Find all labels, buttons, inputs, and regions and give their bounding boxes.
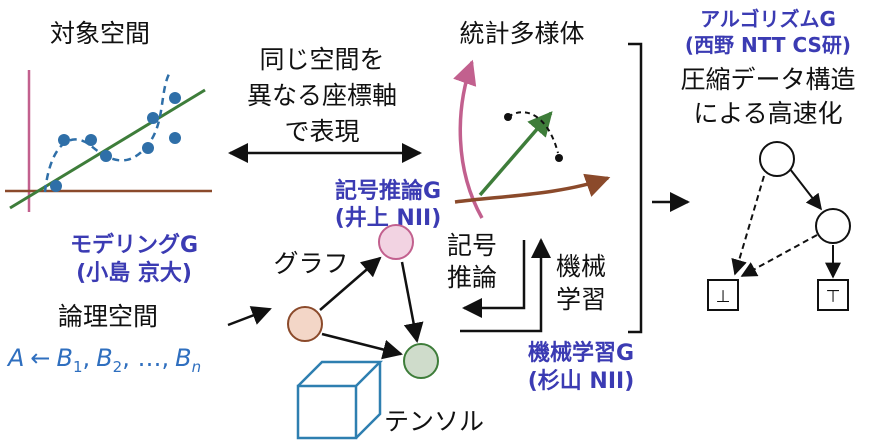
decision-diagram: ⊥ ⊤ (707, 141, 851, 311)
machine-learning-line2: 学習 (556, 285, 606, 314)
bdd-inner-node (815, 208, 851, 244)
graph-edge (319, 256, 382, 311)
overfit-curve (43, 71, 172, 193)
target-space-label: 対象空間 (50, 19, 150, 48)
start-dot (504, 113, 512, 121)
ml-group-title: 機械学習G (528, 340, 634, 366)
regression-plot (5, 70, 212, 212)
graph-node-orange (287, 306, 323, 342)
brown-curve-arrow (454, 173, 611, 204)
same-space-line3: で表現 (284, 117, 359, 146)
data-point (50, 180, 62, 192)
symbolic-reasoning-line1: 記号 (447, 231, 497, 260)
data-point (58, 134, 70, 146)
dashed-path (507, 111, 559, 154)
modeling-group-org: (小島 京大) (76, 260, 192, 286)
terminal-top-label: ⊤ (826, 287, 841, 307)
logic-to-graph-arrow (227, 306, 272, 327)
terminal-top (817, 279, 849, 311)
terminal-bottom (707, 279, 739, 311)
terminal-bottom-label: ⊥ (716, 287, 731, 307)
data-point (85, 134, 97, 146)
green-arrow (478, 111, 553, 197)
compressed-line1: 圧縮データ構造 (680, 65, 855, 94)
same-space-line2: 異なる座標軸 (247, 81, 397, 110)
data-point (142, 142, 154, 154)
edge-solid (789, 168, 822, 211)
right-bracket (628, 42, 643, 334)
machine-learning-line1: 機械 (556, 252, 606, 281)
logic-formula: A←B1,B2, …,Bn (6, 344, 201, 376)
tensor-label: テンソル (384, 407, 484, 436)
end-dot (555, 154, 563, 162)
tensor-cube (296, 360, 384, 440)
algorithm-group-org: (西野 NTT CS研) (685, 33, 851, 57)
manifold-figure (453, 59, 611, 219)
data-point (100, 150, 112, 162)
graph-edge (321, 332, 403, 360)
graph-node-green (403, 343, 439, 379)
ml-group-org: (杉山 NII) (528, 368, 635, 394)
cube-side (355, 362, 382, 439)
edge-dashed (740, 234, 818, 277)
learning-arrow (460, 238, 551, 333)
data-point (169, 132, 181, 144)
symbolic-group-title: 記号推論G (335, 178, 441, 204)
pink-curve-arrow (453, 59, 484, 219)
logic-space-label: 論理空間 (58, 302, 158, 331)
reasoning-arrow (462, 240, 526, 318)
graph-node-pink (378, 224, 414, 260)
graph-edge (400, 261, 424, 343)
edge-dashed (731, 175, 765, 276)
same-space-line1: 同じ空間を (259, 45, 384, 74)
regression-line (9, 88, 206, 210)
symbolic-reasoning-line2: 推論 (447, 263, 497, 292)
modeling-group-title: モデリングG (70, 232, 198, 258)
bdd-root-node (759, 141, 795, 177)
algorithm-group-title: アルゴリズムG (700, 7, 836, 31)
graph-label: グラフ (273, 249, 348, 278)
cube-top (297, 360, 384, 387)
compressed-line2: による高速化 (693, 99, 842, 128)
cube-front (296, 384, 358, 440)
graph-figure (287, 224, 439, 379)
data-point (169, 92, 181, 104)
data-point (147, 112, 159, 124)
stat-manifold-label: 統計多様体 (459, 19, 584, 48)
